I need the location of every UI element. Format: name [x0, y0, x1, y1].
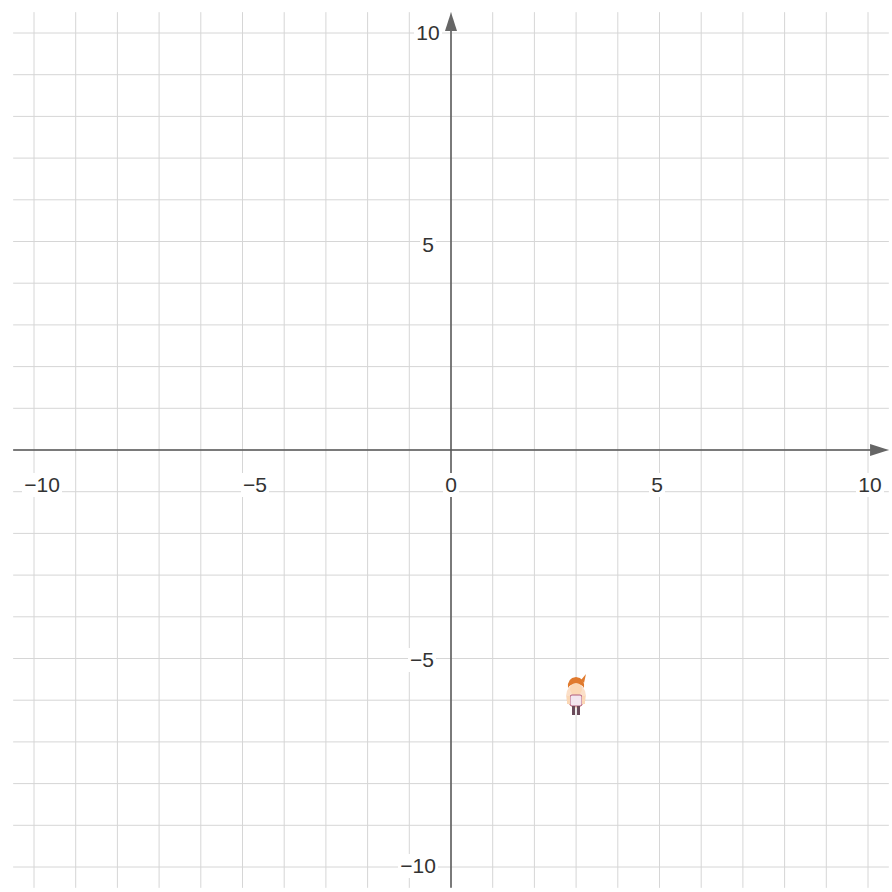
figure-arm — [582, 696, 585, 704]
grid-lines — [13, 12, 889, 888]
axis-arrow — [870, 444, 889, 456]
axes — [13, 12, 889, 888]
figure-shadow — [566, 684, 586, 708]
tick-label: 0 — [443, 473, 459, 496]
figure-leg — [572, 706, 575, 715]
axis-arrow — [445, 12, 457, 31]
tick-label: 10 — [414, 21, 441, 44]
tick-label: 5 — [649, 473, 665, 496]
figure-arm — [567, 696, 570, 704]
figure-body — [570, 695, 582, 706]
figure-face — [570, 683, 582, 695]
tick-label: 5 — [420, 233, 436, 256]
tick-label: −5 — [241, 473, 269, 496]
tick-label: 10 — [856, 473, 883, 496]
figure-leg — [577, 706, 580, 715]
y-axis — [450, 29, 452, 888]
tick-label: −10 — [398, 854, 438, 877]
tick-label: −5 — [408, 648, 436, 671]
figure-ponytail — [581, 674, 586, 683]
character-figure — [566, 674, 586, 715]
x-axis — [13, 449, 872, 451]
grid-line — [451, 12, 452, 888]
tick-label: −10 — [22, 473, 62, 496]
